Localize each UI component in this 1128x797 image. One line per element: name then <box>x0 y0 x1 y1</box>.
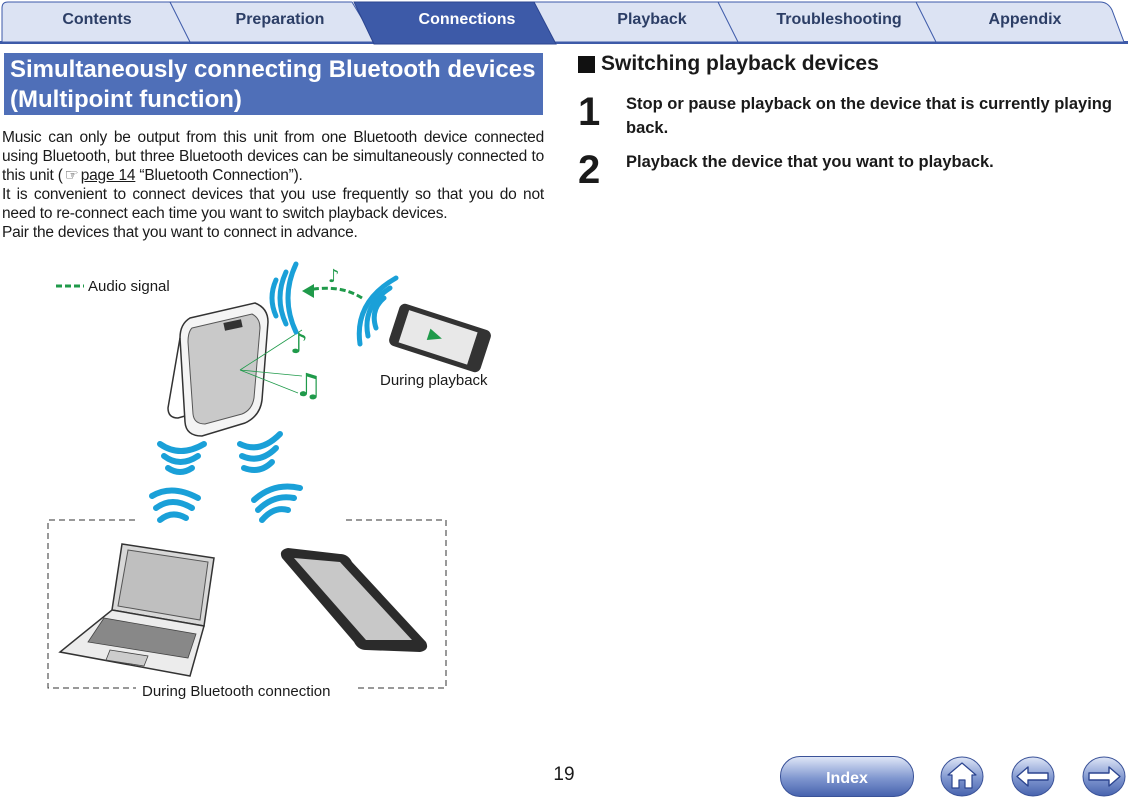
step-number: 1 <box>578 90 601 134</box>
step-1: 1 Stop or pause playback on the device t… <box>578 92 1118 140</box>
back-button[interactable] <box>1011 756 1055 797</box>
diagram-illustration: ♪ ♫ ♪ <box>47 261 491 689</box>
playing-smartphone-icon <box>389 303 491 373</box>
tab-bar: Contents Preparation Connections Playbac… <box>0 0 1128 46</box>
tab-appendix[interactable]: Appendix <box>988 11 1062 28</box>
phone-wireless-icon <box>356 275 399 347</box>
tab-connections[interactable]: Connections <box>418 11 516 28</box>
step-2: 2 Playback the device that you want to p… <box>578 150 1118 190</box>
laptop-icon <box>58 543 215 677</box>
paragraph-1: Music can only be output from this unit … <box>2 129 544 184</box>
bt-wireless-left-bottom-icon <box>149 487 201 523</box>
section-title: Simultaneously connecting Bluetooth devi… <box>4 53 543 115</box>
bt-connection-box <box>47 519 447 689</box>
audio-signal-arrow <box>307 286 363 300</box>
home-icon <box>940 756 984 797</box>
tab-preparation[interactable]: Preparation <box>235 11 325 28</box>
index-button[interactable]: Index <box>780 756 914 797</box>
small-music-note-icon: ♪ <box>328 266 340 287</box>
page-link[interactable]: page 14 <box>80 167 136 184</box>
sub-heading: Switching playback devices <box>578 52 879 76</box>
speaker-wireless-icon <box>269 261 299 335</box>
reference-hand-icon: ☞ <box>64 167 79 184</box>
arrow-right-icon <box>1082 756 1126 797</box>
body-text: Music can only be output from this unit … <box>2 128 544 242</box>
audio-signal-label: Audio signal <box>88 278 170 295</box>
multipoint-diagram: ♪ ♫ ♪ <box>40 258 510 708</box>
paragraph-2: It is convenient to connect devices that… <box>2 186 544 222</box>
music-note-icon: ♪ <box>290 327 308 360</box>
music-notes-icon: ♫ <box>294 366 323 404</box>
smartphone-icon <box>280 548 428 652</box>
bt-wireless-right-bottom-icon <box>251 483 303 523</box>
paragraph-3: Pair the devices that you want to connec… <box>2 224 358 241</box>
bt-wireless-right-top-icon <box>237 431 283 473</box>
step-number: 2 <box>578 148 601 192</box>
page-number: 19 <box>553 764 575 785</box>
during-bt-connection-label: During Bluetooth connection <box>142 683 331 700</box>
audio-signal-arrowhead <box>302 284 314 298</box>
speaker-icon <box>167 302 303 437</box>
step-text: Stop or pause playback on the device tha… <box>626 95 1112 137</box>
tab-contents[interactable]: Contents <box>62 11 132 28</box>
tab-troubleshooting[interactable]: Troubleshooting <box>776 11 902 28</box>
step-text: Playback the device that you want to pla… <box>626 153 994 171</box>
tab-playback[interactable]: Playback <box>617 11 687 28</box>
arrow-left-icon <box>1011 756 1055 797</box>
home-button[interactable] <box>940 756 984 797</box>
forward-button[interactable] <box>1082 756 1126 797</box>
during-playback-label: During playback <box>380 372 488 389</box>
tab-bar-shapes <box>0 1 1128 45</box>
square-bullet-icon <box>578 55 595 73</box>
bt-wireless-left-top-icon <box>157 441 207 475</box>
